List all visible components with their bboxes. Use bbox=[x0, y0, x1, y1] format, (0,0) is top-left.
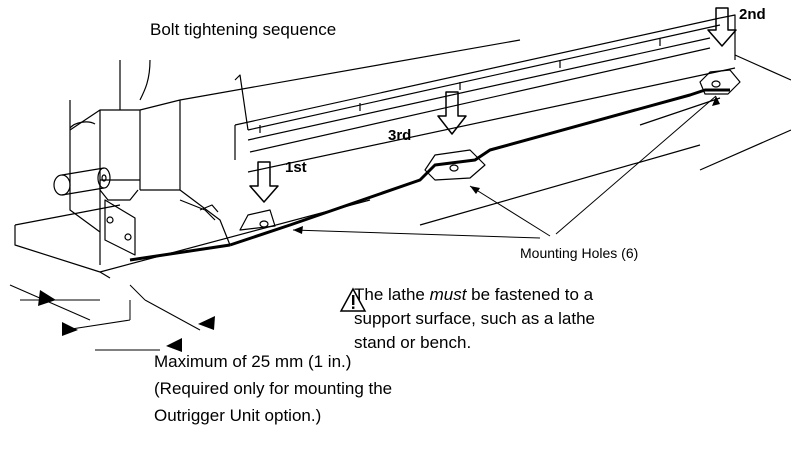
warning-line-1: The lathe must be fastened to a bbox=[354, 285, 594, 304]
diagram-title: Bolt tightening sequence bbox=[150, 20, 337, 39]
lathe-bed bbox=[179, 14, 736, 246]
step-label-2nd: 2nd bbox=[739, 6, 766, 23]
mounting-hole-markers bbox=[106, 80, 721, 241]
mounting-hole-leaders bbox=[292, 95, 717, 239]
sequence-arrows bbox=[249, 7, 737, 203]
warning-line-3: stand or bench. bbox=[354, 333, 472, 352]
step-label-3rd: 3rd bbox=[388, 127, 412, 144]
arrow-3rd bbox=[437, 91, 467, 135]
dimension-lines bbox=[9, 284, 201, 351]
dimension-note: Maximum of 25 mm (1 in.) (Required only … bbox=[154, 348, 392, 429]
arrowheads bbox=[38, 96, 720, 352]
mounting-holes-label: Mounting Holes (6) bbox=[520, 245, 639, 261]
handwheel bbox=[53, 167, 111, 196]
warning-triangle-icon bbox=[339, 287, 367, 312]
warning-text: The lathe must be fastened to a support … bbox=[354, 283, 595, 355]
note-line-1: Maximum of 25 mm (1 in.) bbox=[154, 352, 352, 371]
headstock bbox=[69, 59, 181, 265]
arrow-1st bbox=[249, 161, 279, 203]
arrow-2nd bbox=[707, 7, 737, 47]
note-line-2: (Required only for mounting the bbox=[154, 379, 393, 398]
step-label-1st: 1st bbox=[285, 159, 307, 176]
bench bbox=[14, 54, 791, 279]
warning-line-2: support surface, such as a lathe bbox=[354, 309, 595, 328]
note-line-3: Outrigger Unit option.) bbox=[154, 406, 322, 425]
